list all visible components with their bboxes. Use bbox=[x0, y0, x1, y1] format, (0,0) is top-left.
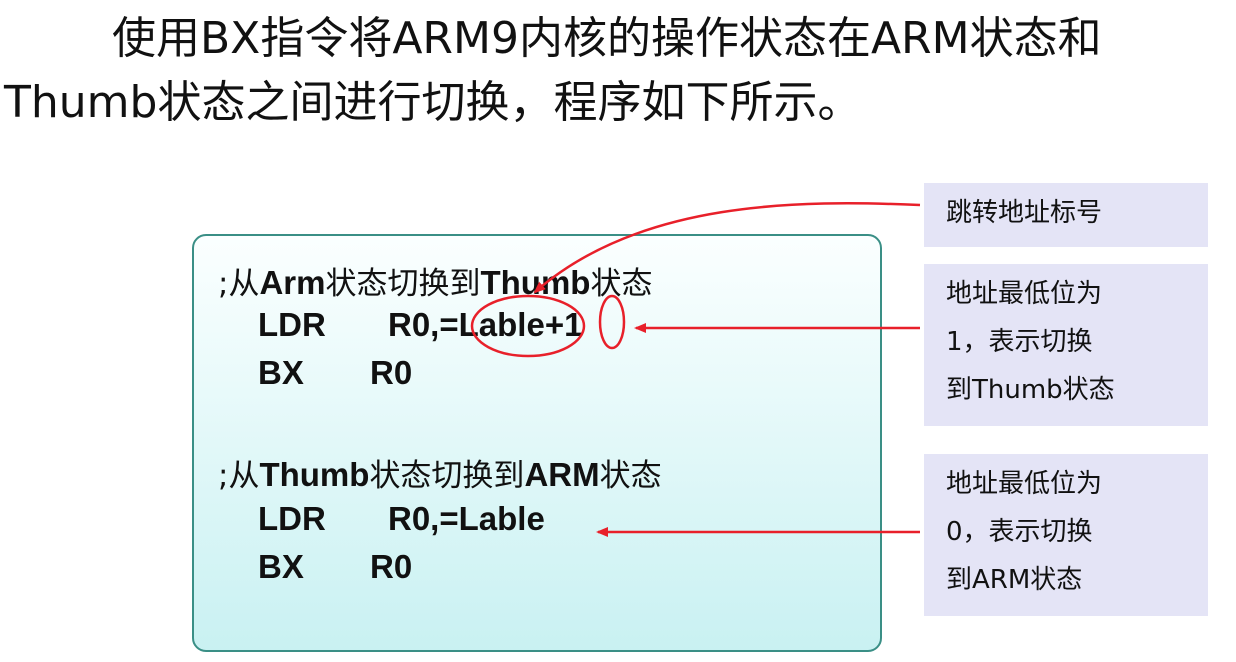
comment-prefix: ;从 bbox=[218, 458, 260, 494]
comment-thumb-to-arm: ;从Thumb状态切换到ARM状态 bbox=[218, 450, 662, 495]
note-line: 0，表示切换 bbox=[946, 517, 1093, 547]
comment-arm-to-thumb: ;从Arm状态切换到Thumb状态 bbox=[218, 258, 652, 303]
ldr-operand: R0,=Lable bbox=[388, 500, 545, 537]
comment-text: 状态 bbox=[590, 266, 653, 302]
note-jump-label: 跳转地址标号 bbox=[924, 183, 1208, 247]
note-line: 地址最低位为 bbox=[946, 279, 1103, 309]
note-line: 1，表示切换 bbox=[946, 327, 1093, 357]
heading-line-1: 使用BX指令将ARM9内核的操作状态在ARM状态和 bbox=[112, 13, 1102, 64]
note-line: 到Thumb状态 bbox=[946, 375, 1115, 405]
note-lsb-one: 地址最低位为 1，表示切换 到Thumb状态 bbox=[924, 264, 1208, 426]
note-line: 到ARM状态 bbox=[946, 565, 1083, 595]
bx-mnemonic: BX bbox=[258, 548, 304, 585]
comment-keyword: Arm bbox=[259, 264, 326, 301]
note-line: 跳转地址标号 bbox=[946, 198, 1103, 228]
note-line: 地址最低位为 bbox=[946, 469, 1103, 499]
comment-text: 状态 bbox=[599, 458, 662, 494]
bx-operand: R0 bbox=[370, 354, 413, 391]
note-lsb-zero: 地址最低位为 0，表示切换 到ARM状态 bbox=[924, 454, 1208, 616]
comment-text: 状态切换到 bbox=[325, 266, 481, 302]
bx-mnemonic: BX bbox=[258, 354, 304, 391]
comment-keyword: Thumb bbox=[480, 264, 591, 301]
comment-text: 状态切换到 bbox=[369, 458, 525, 494]
code-box: ;从Arm状态切换到Thumb状态 LDR R0,=Lable+1 BX R0 … bbox=[192, 234, 882, 652]
comment-keyword: ARM bbox=[524, 456, 600, 493]
ldr-operand: R0,=Lable+1 bbox=[388, 306, 583, 343]
ldr-mnemonic: LDR bbox=[258, 306, 326, 343]
comment-keyword: Thumb bbox=[259, 456, 370, 493]
heading-line-2: Thumb状态之间进行切换，程序如下所示。 bbox=[4, 77, 862, 128]
ldr-mnemonic: LDR bbox=[258, 500, 326, 537]
comment-prefix: ;从 bbox=[218, 266, 260, 302]
bx-operand: R0 bbox=[370, 548, 413, 585]
